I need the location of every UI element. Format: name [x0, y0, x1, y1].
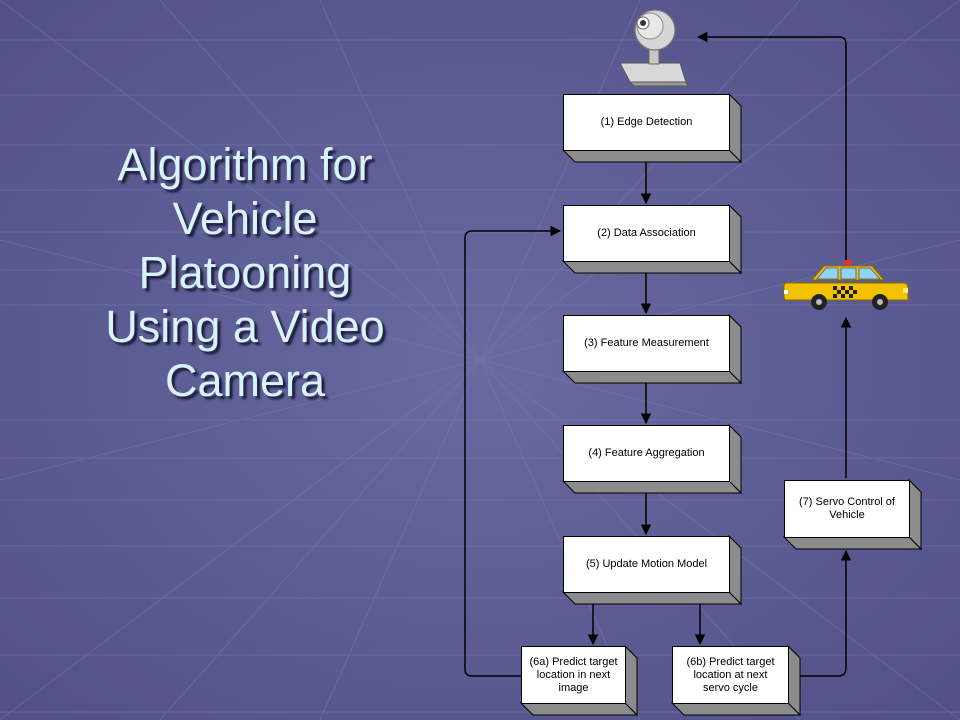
step-2-data-association: (2) Data Association	[563, 205, 730, 262]
box-3-bottom	[561, 370, 743, 384]
title-line-4: Using a Video	[105, 301, 385, 352]
step-2-label: (2) Data Association	[597, 227, 696, 239]
step-5-label: (5) Update Motion Model	[585, 558, 708, 570]
step-6b-line-3: servo cycle	[702, 681, 758, 694]
step-1-edge-detection: (1) Edge Detection	[563, 94, 730, 151]
box-4-bottom	[561, 480, 743, 494]
title-line-5: Camera	[164, 355, 326, 406]
step-6a-predict-image: (6a) Predict target location in next ima…	[521, 646, 626, 704]
step-6a-line-3: image	[558, 681, 589, 694]
flow-arrows	[464, 31, 852, 677]
slide-title: Algorithm for Vehicle Platooning Using a…	[60, 138, 430, 408]
box-2-bottom	[561, 260, 743, 274]
arrow-6b-to-7	[800, 549, 852, 677]
video-camera-icon	[619, 9, 689, 87]
step-6a-line-2: location in next	[536, 668, 611, 681]
step-7-servo-control: (7) Servo Control of Vehicle	[784, 480, 910, 538]
taxi-icon	[783, 260, 909, 310]
title-line-1: Algorithm for	[117, 139, 373, 190]
step-6a-text: (6a) Predict target location in next ima…	[525, 656, 621, 695]
step-6b-predict-servo: (6b) Predict target location at next ser…	[672, 646, 789, 704]
arrow-6a-loop-to-2	[464, 225, 562, 677]
step-6a-line-1: (6a) Predict target	[529, 655, 618, 668]
step-3-feature-measurement: (3) Feature Measurement	[563, 315, 730, 372]
step-6b-text: (6b) Predict target location at next ser…	[682, 656, 778, 695]
box-1-bottom	[561, 149, 743, 163]
step-4-feature-aggregation: (4) Feature Aggregation	[563, 425, 730, 482]
step-1-label: (1) Edge Detection	[600, 116, 693, 128]
step-5-update-motion-model: (5) Update Motion Model	[563, 536, 730, 593]
step-7-text: (7) Servo Control of Vehicle	[795, 496, 899, 522]
box-5-bottom	[561, 591, 743, 605]
box-6a-bottom	[519, 702, 639, 716]
title-line-3: Platooning	[138, 247, 352, 298]
step-6b-line-2: location at next	[693, 668, 768, 681]
arrow-vehicle-to-camera	[696, 31, 847, 262]
box-shadows	[519, 92, 923, 717]
step-7-line-2: Vehicle	[829, 509, 865, 521]
step-6b-line-1: (6b) Predict target	[686, 655, 775, 668]
box-7-bottom	[782, 536, 923, 550]
step-3-label: (3) Feature Measurement	[584, 337, 709, 349]
step-7-line-1: (7) Servo Control of	[799, 496, 895, 508]
step-4-label: (4) Feature Aggregation	[588, 447, 705, 459]
title-line-2: Vehicle	[172, 193, 318, 244]
box-6b-bottom	[670, 702, 802, 716]
